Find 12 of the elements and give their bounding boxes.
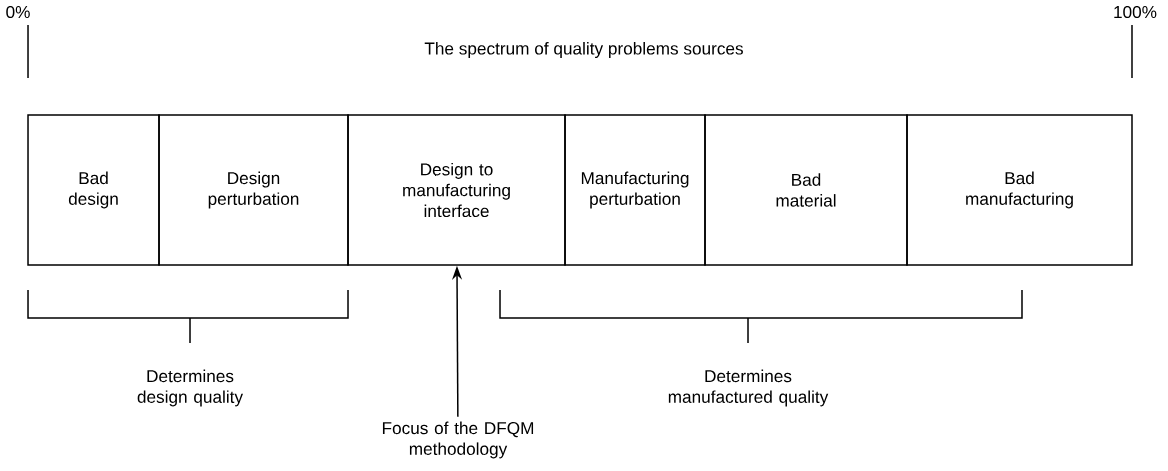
category-cell: Bad design [27,114,160,266]
category-cell: Bad manufacturing [906,114,1133,266]
scale-label: 100% [1114,5,1157,19]
bracket-label: Determines manufactured quality [668,369,829,407]
bracket-label: Determines design quality [137,369,243,407]
category-cell: Design to manufacturing interface [347,114,566,266]
title: The spectrum of quality problems sources [424,42,743,58]
scale-label: 0% [6,5,30,19]
category-cell: Bad material [704,114,908,266]
focus-label: Focus of the DFQM methodology [382,421,534,459]
category-cell: Design perturbation [158,114,349,266]
category-cell: Manufacturing perturbation [564,114,706,266]
